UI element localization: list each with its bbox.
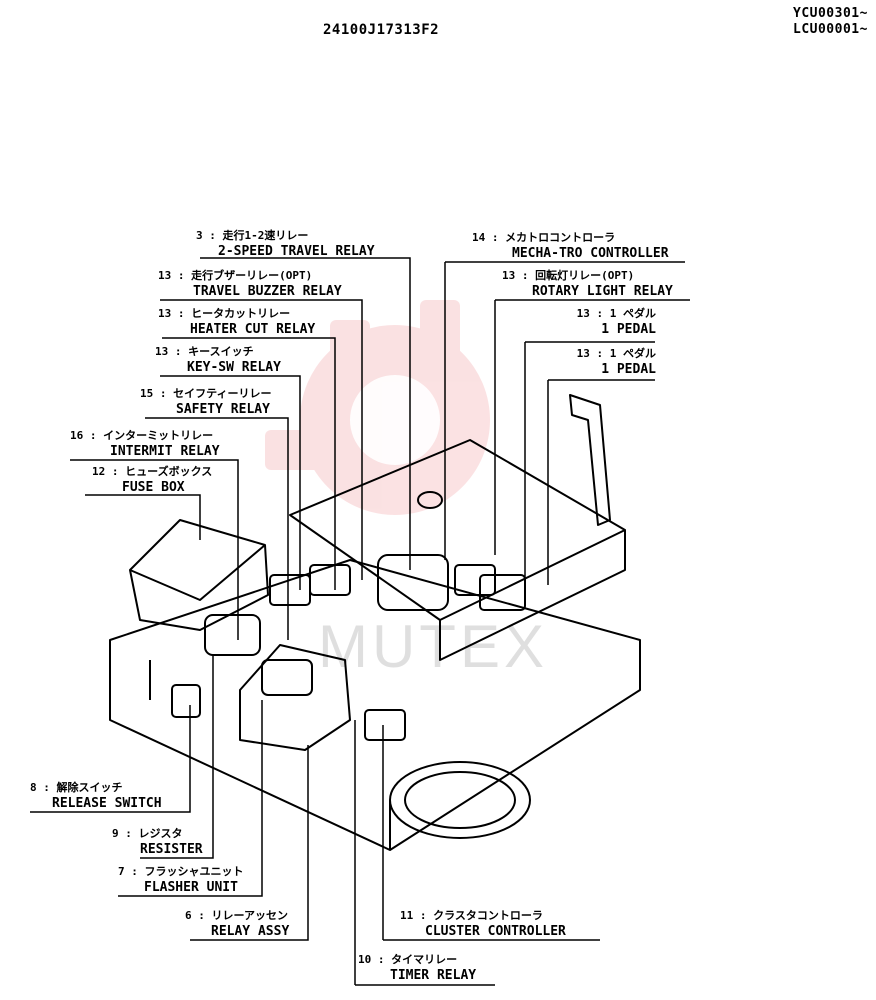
label-timer-relay: 10 : タイマリレー TIMER RELAY — [358, 953, 477, 983]
big-relay — [377, 554, 449, 611]
leader-11 — [382, 725, 600, 941]
bracket — [569, 394, 611, 526]
label-fuse-box: 12 : ヒューズボックス FUSE BOX — [92, 465, 213, 495]
leader-13c — [162, 337, 336, 590]
leader-13f — [547, 379, 655, 585]
label-resister: 9 : レジスタ RESISTER — [112, 827, 203, 857]
label-safety-relay: 15 : セイフティーリレー SAFETY RELAY — [140, 387, 272, 417]
leader-13e — [160, 375, 301, 590]
watermark: MUTEX — [318, 613, 548, 680]
label-2-speed-travel-relay: 3 : 走行1-2速リレー 2-SPEED TRAVEL RELAY — [196, 229, 375, 259]
relay-assy — [239, 644, 351, 751]
serial-range-2: LCU00001~ — [793, 22, 868, 37]
part-number: 24100J17313F2 — [323, 22, 440, 38]
leader-14 — [444, 261, 685, 560]
leader-6 — [190, 745, 309, 941]
label-heater-cut-relay: 13 : ヒータカットリレー HEATER CUT RELAY — [158, 307, 316, 337]
release-switch — [171, 684, 201, 718]
leader-16 — [70, 459, 239, 640]
label-rotary-light-relay: 13 : 回転灯リレー(OPT) ROTARY LIGHT RELAY — [502, 269, 673, 299]
label-cluster-controller: 11 : クラスタコントローラ CLUSTER CONTROLLER — [400, 909, 566, 939]
oval-cutout — [389, 761, 531, 839]
label-flasher-unit: 7 : フラッシャユニット FLASHER UNIT — [118, 865, 244, 895]
leader-7 — [118, 700, 263, 897]
label-1-pedal-b: 13 : 1 ペダル 1 PEDAL — [576, 347, 656, 377]
leader-13a — [160, 299, 363, 580]
fuse-box — [129, 519, 269, 631]
leader-13b — [494, 299, 690, 555]
housing-side — [439, 530, 626, 661]
label-travel-buzzer-relay: 13 : 走行ブザーリレー(OPT) TRAVEL BUZZER RELAY — [158, 269, 342, 299]
label-relay-assy: 6 : リレーアッセン RELAY ASSY — [185, 909, 290, 939]
leader-3 — [200, 257, 411, 570]
leader-12 — [85, 494, 201, 540]
label-mecha-tro-controller: 14 : メカトロコントローラ MECHA-TRO CONTROLLER — [472, 231, 669, 261]
serial-range-1: YCU00301~ — [793, 6, 868, 21]
watermark-logo — [265, 300, 490, 515]
base-plate — [109, 559, 641, 851]
label-intermit-relay: 16 : インターミットリレー INTERMIT RELAY — [70, 429, 220, 459]
leader-8 — [30, 705, 191, 813]
leader-15 — [145, 417, 289, 640]
label-key-sw-relay: 13 : キースイッチ KEY-SW RELAY — [155, 345, 281, 375]
resistor — [204, 614, 261, 656]
leader-9 — [140, 655, 214, 859]
leader-13d — [524, 341, 655, 580]
label-release-switch: 8 : 解除スイッチ RELEASE SWITCH — [30, 781, 162, 811]
leader-10 — [354, 720, 495, 986]
label-1-pedal-a: 13 : 1 ペダル 1 PEDAL — [576, 307, 656, 337]
